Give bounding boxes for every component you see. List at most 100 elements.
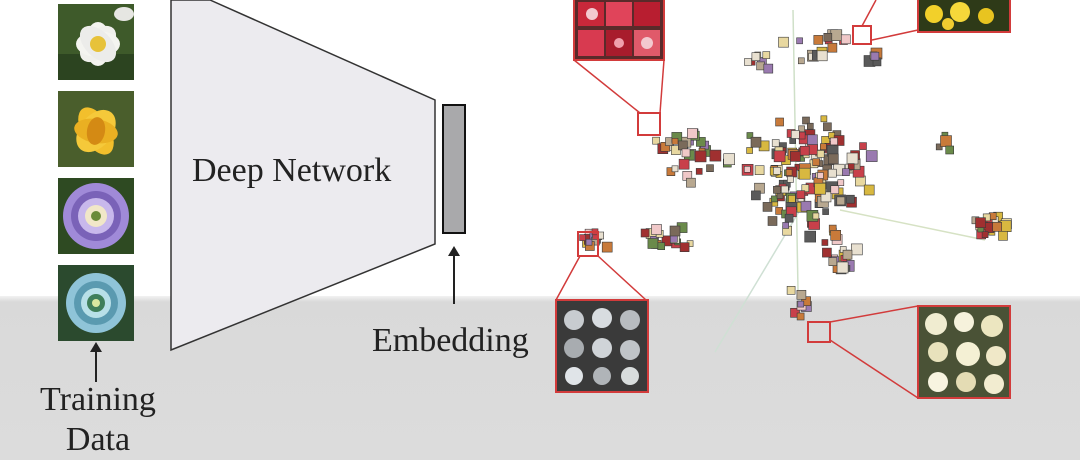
embedded-image-thumbnail — [982, 213, 991, 222]
deep-network-shape — [170, 0, 436, 352]
embedded-image-points — [579, 29, 1012, 321]
callout-red-flowers — [573, 0, 665, 136]
embedded-image-thumbnail — [762, 51, 771, 59]
embedded-image-thumbnail — [678, 140, 688, 151]
embedded-image-thumbnail — [706, 164, 714, 172]
embedded-image-thumbnail — [657, 242, 665, 250]
embedded-image-thumbnail — [807, 134, 818, 146]
embedded-image-thumbnail — [778, 36, 789, 48]
embedded-image-thumbnail — [782, 222, 789, 229]
embedded-image-thumbnail — [822, 247, 832, 258]
embedded-image-thumbnail — [746, 147, 753, 154]
embedded-image-thumbnail — [696, 137, 706, 147]
embedded-image-thumbnail — [773, 150, 786, 163]
embedded-image-thumbnail — [975, 217, 986, 228]
embedded-image-thumbnail — [981, 231, 989, 238]
embedded-image-thumbnail — [859, 142, 867, 150]
embedded-image-thumbnail — [694, 150, 707, 163]
embedding-vector-bar — [442, 104, 466, 234]
embedded-image-thumbnail — [786, 285, 796, 295]
training-image-yellow-flower — [58, 91, 134, 167]
embedded-image-thumbnail — [823, 122, 832, 132]
embedding-space-visualization — [555, 0, 1012, 399]
training-label-line1: Training — [40, 381, 156, 418]
embedded-image-thumbnail — [678, 158, 690, 170]
embedded-image-thumbnail — [746, 132, 754, 139]
embedded-image-thumbnail — [840, 34, 851, 45]
embedded-image-thumbnail — [686, 177, 696, 188]
training-label-line2: Data — [65, 421, 131, 458]
embedded-image-thumbnail — [754, 165, 765, 175]
embedded-image-thumbnail — [865, 150, 878, 162]
embedded-image-thumbnail — [816, 150, 825, 158]
embedded-image-thumbnail — [819, 143, 827, 150]
training-image-white-flower — [58, 4, 134, 80]
embedded-image-thumbnail — [817, 172, 824, 179]
embedded-image-thumbnail — [652, 136, 660, 145]
embedded-image-thumbnail — [797, 57, 805, 65]
embedded-image-thumbnail — [796, 289, 807, 300]
embedded-image-thumbnail — [785, 169, 793, 176]
embedded-image-thumbnail — [796, 312, 805, 321]
embedded-image-thumbnail — [804, 230, 817, 243]
embedded-image-thumbnail — [744, 58, 752, 66]
embedded-image-thumbnail — [863, 184, 875, 196]
embedded-image-thumbnail — [800, 200, 812, 212]
embedded-image-thumbnail — [750, 136, 762, 148]
embedded-image-thumbnail — [850, 243, 863, 256]
embedded-image-thumbnail — [806, 122, 814, 130]
embedded-image-thumbnail — [763, 63, 774, 74]
embedded-image-thumbnail — [709, 149, 722, 162]
callout-white-flowers — [555, 231, 649, 393]
training-data-label: Training Data — [30, 380, 166, 460]
embedded-image-thumbnail — [669, 225, 681, 237]
embedded-image-thumbnail — [771, 139, 780, 147]
embedded-image-thumbnail — [822, 208, 829, 215]
embedded-image-thumbnail — [846, 152, 859, 165]
embedded-image-thumbnail — [801, 184, 810, 192]
embedded-image-thumbnail — [828, 257, 838, 266]
embedded-image-thumbnail — [827, 153, 839, 165]
embedded-image-thumbnail — [812, 158, 821, 166]
embedded-image-thumbnail — [799, 145, 810, 156]
embedded-image-thumbnail — [790, 151, 801, 162]
embedded-image-thumbnail — [836, 196, 846, 206]
embedded-image-thumbnail — [823, 32, 833, 42]
training-image-blue-flower — [58, 265, 134, 341]
embedded-image-thumbnail — [847, 163, 855, 170]
embedded-image-thumbnail — [821, 239, 829, 246]
embedded-image-thumbnail — [846, 194, 855, 204]
embedded-image-thumbnail — [687, 128, 698, 139]
embedded-image-thumbnail — [784, 213, 794, 223]
embedded-image-thumbnail — [830, 185, 840, 194]
embedded-image-thumbnail — [812, 212, 820, 220]
embedded-image-thumbnail — [842, 168, 850, 176]
embedded-image-thumbnail — [744, 166, 751, 173]
embedded-image-thumbnail — [798, 167, 811, 180]
embedded-image-thumbnail — [585, 238, 593, 246]
embedded-image-thumbnail — [814, 182, 826, 195]
embedded-image-thumbnail — [820, 115, 828, 123]
embedded-image-thumbnail — [695, 168, 703, 175]
embedded-image-thumbnail — [781, 185, 789, 194]
embedded-image-thumbnail — [671, 165, 679, 173]
embedded-image-thumbnail — [830, 29, 843, 42]
embedded-image-thumbnail — [773, 167, 781, 175]
embedded-image-thumbnail — [802, 116, 810, 125]
embedded-image-thumbnail — [842, 249, 853, 260]
embedded-image-thumbnail — [945, 145, 955, 155]
embedded-image-thumbnail — [767, 216, 778, 226]
embedded-image-thumbnail — [640, 228, 650, 238]
embedded-image-thumbnail — [775, 117, 784, 127]
embedded-image-thumbnail — [827, 168, 837, 178]
embedded-image-thumbnail — [751, 52, 761, 62]
embedded-image-thumbnail — [773, 186, 781, 194]
embedded-image-thumbnail — [798, 125, 805, 133]
embedded-image-thumbnail — [816, 50, 828, 62]
deep-network-label: Deep Network — [192, 152, 392, 189]
embedded-image-thumbnail — [837, 179, 845, 186]
cluster-guide-lines — [714, 9, 986, 353]
embedded-image-thumbnail — [762, 202, 773, 212]
embedded-image-thumbnail — [992, 222, 1003, 232]
embedded-image-thumbnail — [940, 135, 952, 147]
